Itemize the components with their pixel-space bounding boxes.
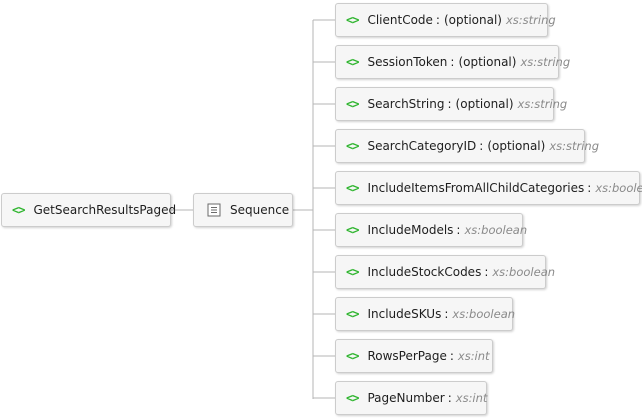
child-element-name: PageNumber xyxy=(367,391,445,405)
child-element-name: RowsPerPage xyxy=(367,349,447,363)
root-element-label: GetSearchResultsPaged xyxy=(33,203,177,217)
name-type-separator: : xyxy=(447,97,452,111)
child-element-name: IncludeStockCodes xyxy=(367,265,482,279)
child-element-name: IncludeItemsFromAllChildCategories xyxy=(367,181,585,195)
child-element-name: SearchCategoryID xyxy=(367,139,477,153)
root-element-node[interactable]: <> GetSearchResultsPaged xyxy=(1,193,176,227)
optional-marker: (optional) xyxy=(458,55,517,69)
name-type-separator: : xyxy=(447,391,452,405)
sequence-node[interactable]: Sequence xyxy=(193,193,293,227)
optional-marker: (optional) xyxy=(487,139,546,153)
child-element-node[interactable]: <> RowsPerPage:xs:int xyxy=(335,339,493,373)
element-icon: <> xyxy=(346,181,359,195)
name-type-separator: : xyxy=(450,55,455,69)
element-icon: <> xyxy=(346,55,359,69)
element-icon: <> xyxy=(346,97,359,111)
child-element-type: xs:string xyxy=(520,55,571,69)
child-element-type: xs:boolean xyxy=(464,223,528,237)
element-icon: <> xyxy=(346,139,359,153)
branch-lines xyxy=(313,19,335,399)
child-element-node[interactable]: <> IncludeItemsFromAllChildCategories:xs:… xyxy=(335,171,642,205)
child-element-type: xs:int xyxy=(455,391,488,405)
child-element-type: xs:string xyxy=(505,13,556,27)
child-element-type: xs:string xyxy=(517,97,568,111)
child-element-type: xs:string xyxy=(549,139,600,153)
optional-marker: (optional) xyxy=(443,13,502,27)
name-type-separator: : xyxy=(435,13,440,27)
child-element-node[interactable]: <> IncludeStockCodes:xs:boolean xyxy=(335,255,555,289)
name-type-separator: : xyxy=(484,265,489,279)
name-type-separator: : xyxy=(449,349,454,363)
element-icon: <> xyxy=(346,307,359,321)
child-element-node[interactable]: <> PageNumber:xs:int xyxy=(335,381,487,415)
child-element-name: SessionToken xyxy=(367,55,448,69)
child-element-type: xs:boolean xyxy=(492,265,556,279)
child-element-name: IncludeModels xyxy=(367,223,454,237)
child-element-name: IncludeSKUs xyxy=(367,307,442,321)
child-element-type: xs:boolean xyxy=(452,307,516,321)
optional-marker: (optional) xyxy=(455,97,514,111)
child-element-node[interactable]: <> SearchString:(optional)xs:string xyxy=(335,87,567,121)
name-type-separator: : xyxy=(479,139,484,153)
child-element-node[interactable]: <> IncludeModels:xs:boolean xyxy=(335,213,527,247)
name-type-separator: : xyxy=(456,223,461,237)
child-element-node[interactable]: <> SessionToken:(optional)xs:string xyxy=(335,45,570,79)
child-element-node[interactable]: <> SearchCategoryID:(optional)xs:string xyxy=(335,129,599,163)
child-element-name: SearchString xyxy=(367,97,445,111)
sequence-icon xyxy=(207,203,221,217)
element-icon: <> xyxy=(346,223,359,237)
child-element-type: xs:boolean xyxy=(595,181,642,195)
child-element-type: xs:int xyxy=(457,349,490,363)
element-icon: <> xyxy=(346,391,359,405)
name-type-separator: : xyxy=(587,181,592,195)
element-icon: <> xyxy=(346,349,359,363)
child-element-node[interactable]: <> IncludeSKUs:xs:boolean xyxy=(335,297,516,331)
child-element-node[interactable]: <> ClientCode:(optional)xs:string xyxy=(335,3,556,37)
element-icon: <> xyxy=(346,265,359,279)
child-element-name: ClientCode xyxy=(367,13,433,27)
element-icon: <> xyxy=(12,203,25,217)
element-icon: <> xyxy=(346,13,359,27)
name-type-separator: : xyxy=(444,307,449,321)
sequence-label: Sequence xyxy=(230,203,290,217)
